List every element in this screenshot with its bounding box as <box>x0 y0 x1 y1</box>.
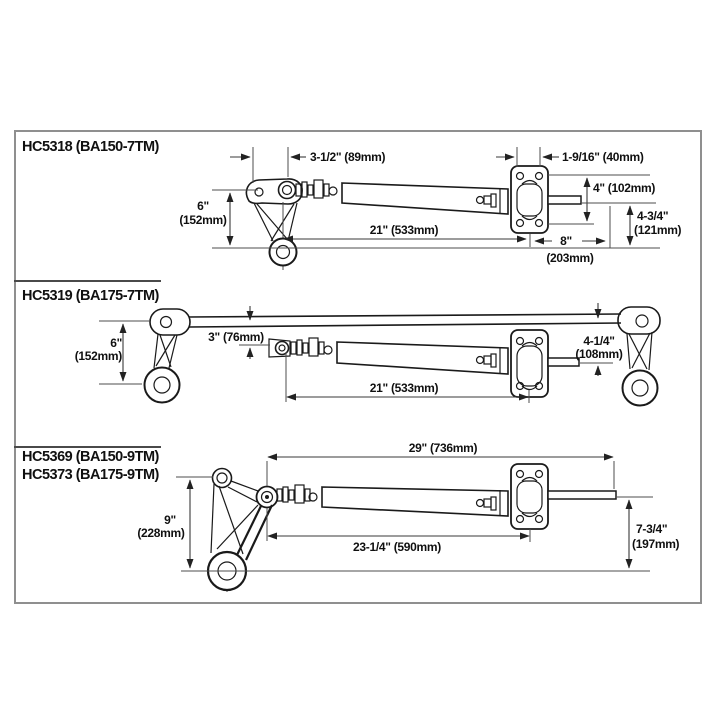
dim-drop-mm: (121mm) <box>634 223 682 237</box>
dim-length: 23-1/4" (590mm) <box>353 540 441 554</box>
hc5369-dimensions: 29" (736mm) 9" (228mm) 23-1/4" (590mm) 7… <box>137 441 680 572</box>
hc5319-drawing <box>143 306 661 407</box>
bleed-fitting-icon <box>475 355 485 365</box>
dim-tiller-mm: (152mm) <box>179 213 227 227</box>
dim-rod-in: 8" <box>560 234 572 248</box>
cylinder-rod <box>547 357 580 367</box>
model-title-hc5318: HC5318 (BA150-7TM) <box>22 139 159 155</box>
dim-tiller-in: 9" <box>164 513 176 527</box>
dim-arm-offset: 3-1/2" (89mm) <box>310 150 385 164</box>
model-title-hc5373: HC5373 (BA175-9TM) <box>22 467 159 483</box>
bleed-fitting-icon <box>475 195 485 205</box>
model-title-hc5369: HC5369 (BA150-9TM) <box>22 449 159 465</box>
cylinder-rod <box>547 490 617 500</box>
hc5318-dimensions: 3-1/2" (89mm) 1-9/16" (40mm) 4" (102mm) … <box>179 147 682 265</box>
dim-drop-mm: (197mm) <box>632 537 680 551</box>
cylinder-rod <box>547 195 582 205</box>
section-divider-2 <box>14 446 161 448</box>
dim-overall-length: 29" (736mm) <box>409 441 478 455</box>
dim-link-offset: 3" (76mm) <box>208 330 264 344</box>
dim-length: 21" (533mm) <box>370 223 439 237</box>
dim-drop-in: 4-1/4" <box>583 334 614 348</box>
hc5369-drawing <box>206 463 617 592</box>
dim-tiller-mm: (228mm) <box>137 526 185 540</box>
hc5318-drawing <box>245 165 582 270</box>
dim-length: 21" (533mm) <box>370 381 439 395</box>
diagram-panel-border <box>14 130 702 604</box>
dim-hole-spacing: 1-9/16" (40mm) <box>562 150 644 164</box>
section-divider-1 <box>14 280 161 282</box>
dim-drop-mm: (108mm) <box>575 347 623 361</box>
hc5319-dimensions: 6" (152mm) 3" (76mm) 4-1/4" (108mm) 21" … <box>75 303 623 403</box>
dim-tiller-in: 6" <box>197 199 209 213</box>
dim-tiller-in: 6" <box>110 336 122 350</box>
dim-drop-in: 4-3/4" <box>637 209 668 223</box>
model-title-hc5319: HC5319 (BA175-7TM) <box>22 288 159 304</box>
dim-rod-mm: (203mm) <box>546 251 594 265</box>
bleed-fitting-icon <box>475 498 485 508</box>
dim-plate-height: 4" (102mm) <box>593 181 655 195</box>
dim-drop-in: 7-3/4" <box>636 522 667 536</box>
dim-tiller-mm: (152mm) <box>75 349 123 363</box>
